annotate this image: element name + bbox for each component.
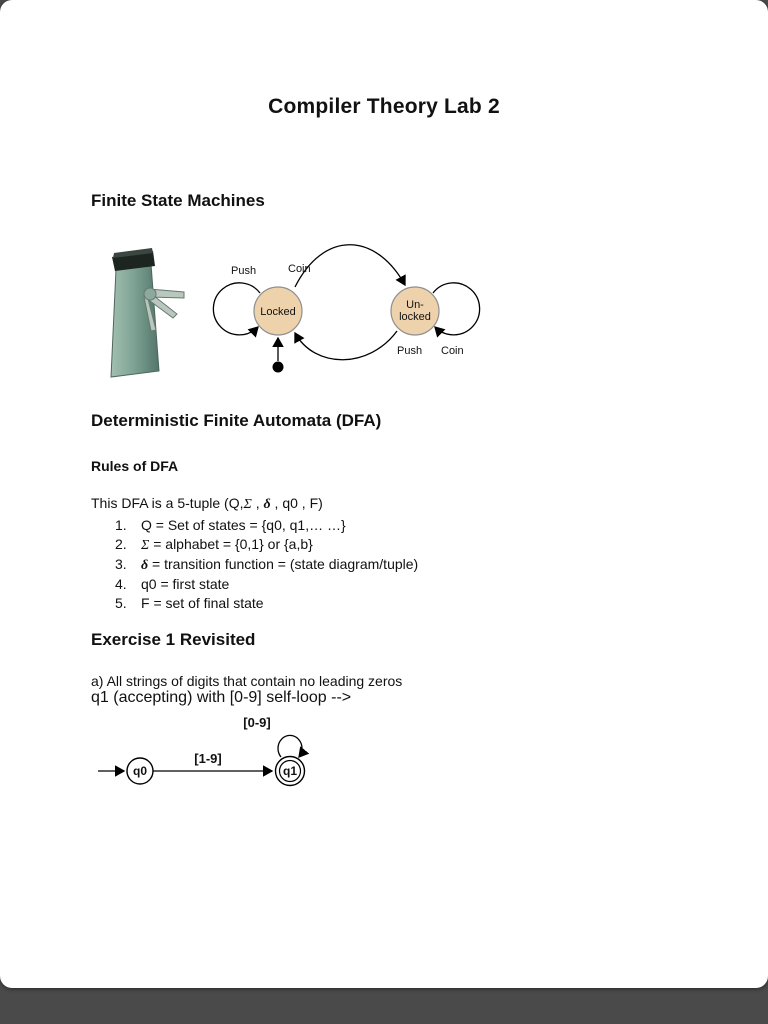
state-q1-inner <box>278 759 302 783</box>
rule-text: Σ = alphabet = {0,1} or {a,b} <box>141 536 313 553</box>
turnstile-figure: Locked Un- locked Push Coin Push Coin <box>91 237 677 397</box>
exercise-heading: Exercise 1 Revisited <box>91 630 256 649</box>
document-title: Compiler Theory Lab 2 <box>268 95 500 118</box>
exercise-dfa-diagram: [0-9] [1-9] q0 q1 <box>98 715 310 787</box>
rule-text: Q = Set of states = {q0, q1,… …} <box>141 517 346 533</box>
rule-item-3: 3. δ = transition function = (state diagr… <box>115 555 677 575</box>
tuple-sigma: Σ <box>243 497 252 512</box>
coin-bottom-label: Coin <box>441 345 464 357</box>
rule-text: δ = transition function = (state diagram… <box>141 556 419 573</box>
rule-number: 1. <box>115 517 127 533</box>
exercise-a-text: a) All strings of digits that contain no… <box>91 673 403 689</box>
rule-item-5: 5. F = set of final state <box>115 594 677 613</box>
rule-item-4: 4. q0 = first state <box>115 575 677 594</box>
rule-item-1: 1. Q = Set of states = {q0, q1,… …} <box>115 516 677 535</box>
q1-self-loop-arrow <box>277 734 310 759</box>
rule-text: q0 = first state <box>141 576 230 592</box>
dfa-tuple-line: This DFA is a 5-tuple (Q,Σ , δ , q0 , F) <box>91 495 677 513</box>
state-q0-label: q0 <box>133 764 147 778</box>
state-locked <box>253 286 303 336</box>
coin-top-label: Coin <box>288 263 311 275</box>
rule-number: 5. <box>115 595 127 611</box>
edge-label: [1-9] <box>194 751 221 766</box>
loop-label: [0-9] <box>243 715 270 730</box>
locked-self-loop-arrow <box>212 282 261 338</box>
state-unlocked-label-line2: locked <box>399 311 431 323</box>
push-top-label: Push <box>231 265 256 277</box>
state-unlocked-label-line1: Un- <box>406 299 424 311</box>
rule-number: 3. <box>115 556 127 572</box>
tuple-delta: δ <box>263 497 271 512</box>
unlocked-self-loop-arrow <box>432 282 481 338</box>
state-unlocked <box>390 286 440 336</box>
state-locked-label: Locked <box>260 306 295 318</box>
rule-number: 4. <box>115 576 127 592</box>
document-page: Compiler Theory Lab 2 Finite State Machi… <box>0 0 768 988</box>
page-content: Compiler Theory Lab 2 Finite State Machi… <box>91 95 677 787</box>
rule-text: F = set of final state <box>141 595 264 611</box>
tuple-pre: This DFA is a 5-tuple (Q, <box>91 495 244 511</box>
tuple-post: , q0 , F) <box>270 495 323 511</box>
turnstile-state-diagram: Locked Un- locked Push Coin Push Coin <box>212 244 481 373</box>
start-dot <box>272 361 284 373</box>
rules-heading: Rules of DFA <box>91 458 179 474</box>
rule-number: 2. <box>115 536 127 552</box>
state-q0 <box>126 757 154 785</box>
rule-item-2: 2. Σ = alphabet = {0,1} or {a,b} <box>115 535 677 555</box>
push-bottom-label: Push <box>397 345 422 357</box>
turnstile-arms <box>143 287 185 332</box>
dfa-heading: Deterministic Finite Automata (DFA) <box>91 411 382 430</box>
turnstile-photo <box>110 248 185 378</box>
fsm-heading: Finite State Machines <box>91 191 265 210</box>
tuple-sep: , <box>251 495 264 511</box>
push-transition-arrow <box>294 330 398 361</box>
state-q1-label: q1 <box>283 764 297 778</box>
dfa-rules-list: 1. Q = Set of states = {q0, q1,… …} 2. Σ =… <box>115 516 677 613</box>
coin-transition-arrow <box>294 244 406 288</box>
